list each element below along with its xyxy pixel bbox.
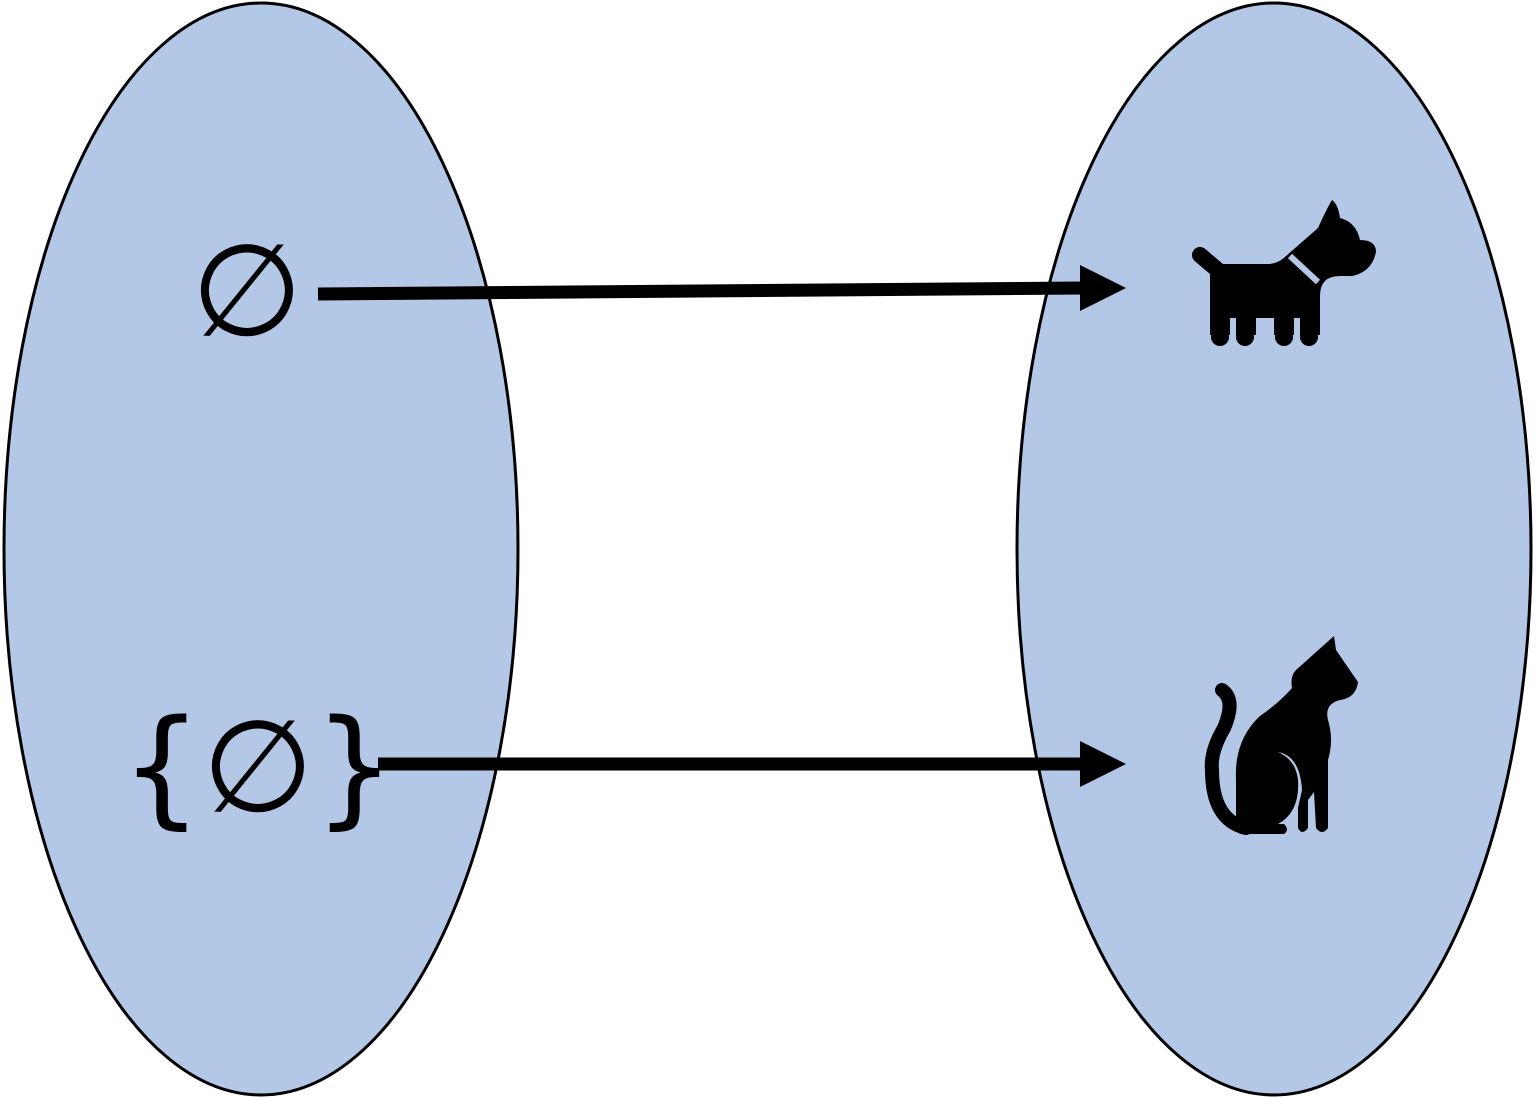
domain-set: [2, 1, 520, 1097]
cat-icon: [1204, 636, 1358, 835]
element-set-of-empty-set: {∅}: [120, 693, 396, 842]
element-empty-set: ∅: [191, 217, 303, 366]
codomain-set: [1015, 1, 1533, 1097]
arrow-set-to-cat: [378, 741, 1126, 787]
dog-icon: [1192, 200, 1376, 346]
arrow-empty-to-dog: [317, 265, 1126, 311]
